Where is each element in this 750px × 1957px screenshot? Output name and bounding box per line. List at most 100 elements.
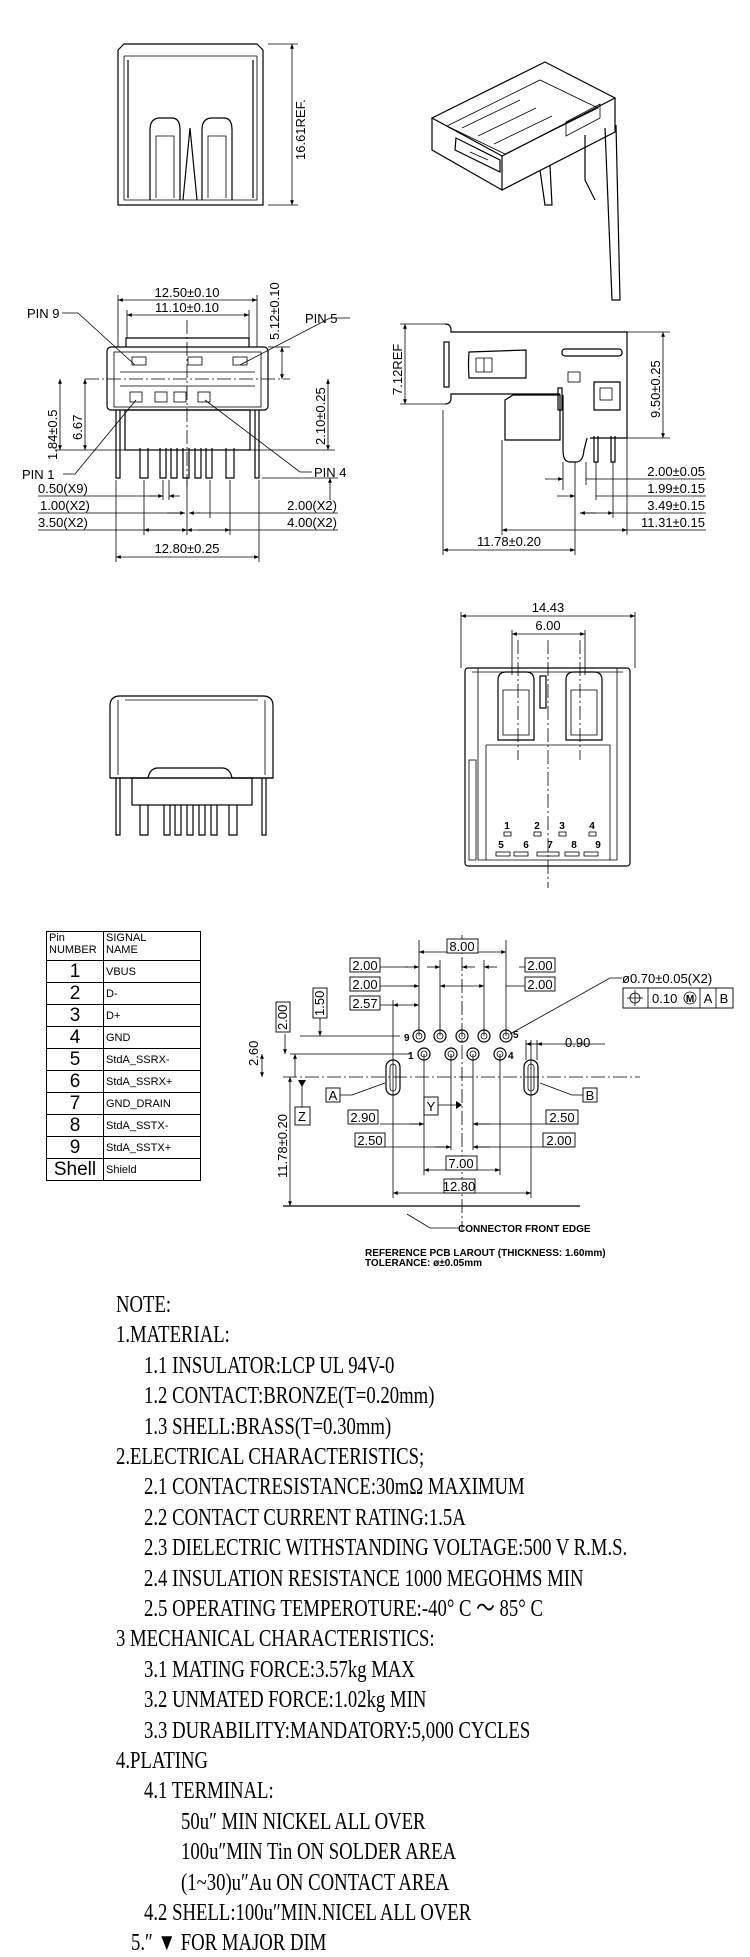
dim-pitch-400: 4.00(X2) [287, 515, 337, 530]
dim-pitch-200: 2.00(X2) [287, 498, 337, 513]
note-line: 3.1 MATING FORCE:3.57kg MAX [144, 1656, 415, 1683]
signal-name: StdA_SSTX+ [103, 1136, 201, 1159]
pin-number: 5 [46, 1048, 104, 1071]
dim-width-outer: 12.50±0.10 [155, 285, 220, 300]
ref-dim-1661: 16.61REF. [293, 99, 308, 160]
note-line: 3.3 DURABILITY:MANDATORY:5,000 CYCLES [144, 1717, 531, 1744]
contact-pads [129, 356, 248, 403]
note-line: 1.2 CONTACT:BRONZE(T=0.20mm) [144, 1383, 435, 1410]
hole-label-1: 1 [408, 1051, 414, 1062]
pin-9-label: PIN 9 [27, 306, 60, 321]
pin-number: 7 [547, 840, 553, 851]
note-line: (1~30)u″Au ON CONTACT AREA [181, 1869, 450, 1896]
note-line: 4.PLATING [116, 1748, 209, 1774]
dim-height-210: 2.10±0.25 [313, 387, 328, 445]
dim-pitch-100: 1.00(X2) [40, 498, 90, 513]
pin-number: 4 [589, 821, 595, 832]
feature-control-frame: 0.10 M A B [622, 987, 734, 1009]
fcf-datum-a: A [704, 991, 713, 1006]
dim-150: 1.50 [312, 991, 327, 1016]
dim-pitch-600: 6.00 [535, 618, 560, 633]
dim-199: 1.99±0.15 [647, 481, 705, 496]
dim-1178: 11.78±0.20 [275, 1114, 290, 1178]
hole-callout: ø0.70±0.05(X2) [622, 971, 712, 986]
pin-number: 2 [534, 821, 540, 832]
dim-leg-span: 12.80±0.25 [155, 541, 220, 556]
dim-200-r1: 2.00 [527, 958, 552, 973]
signal-name: GND_DRAIN [103, 1092, 201, 1115]
dim-1178: 11.78±0.20 [477, 534, 541, 549]
note-5: 5.″ ▼ FOR MAJOR DIM [131, 1929, 326, 1957]
note-line: 100u″MIN Tin ON SOLDER AREA [181, 1839, 457, 1866]
header-text: SIGNAL [106, 932, 147, 944]
pin-number: 9 [46, 1136, 104, 1159]
dim-ref-712: 7.12REF [390, 344, 405, 395]
dim-height-667: 6.67 [70, 415, 85, 440]
signal-name: StdA_SSTX- [103, 1114, 201, 1137]
hole-label-5: 5 [513, 1030, 519, 1041]
front-top-view: 16.61REF. [117, 43, 308, 206]
dim-pitch-050: 0.50(X9) [38, 481, 88, 496]
note-line: NOTE: [116, 1292, 172, 1318]
header-text: NAME [106, 944, 138, 956]
dim-1131: 11.31±0.15 [641, 515, 705, 530]
signal-name: StdA_SSRX- [103, 1048, 201, 1071]
dim-800: 8.00 [449, 939, 474, 954]
signal-name: D- [103, 982, 201, 1005]
dim-290: 2.90 [350, 1110, 375, 1125]
dim-200-r2: 2.00 [527, 977, 552, 992]
reference-note: REFERENCE PCB LAROUT (THICKNESS: 1.60mm) [365, 1248, 606, 1259]
dim-090: 0.90 [565, 1035, 590, 1050]
dim-200-l2: 2.00 [352, 977, 377, 992]
fcf-datum-b: B [720, 991, 729, 1006]
top-view-pin-row-1: 1 2 3 4 [503, 821, 597, 837]
pin-number: 8 [571, 840, 577, 851]
signal-name: Shield [103, 1158, 201, 1181]
header-text: Pin [49, 932, 65, 944]
pin-number: Shell [46, 1158, 104, 1181]
tolerance-note: TOLERANCE: ø±0.05mm [365, 1258, 482, 1269]
front-edge-label: CONNECTOR FRONT EDGE [458, 1224, 591, 1235]
rear-view [109, 695, 274, 836]
side-view: 7.12REF 9.50±0.25 2.00±0.05 1.99±0.15 3.… [390, 323, 706, 555]
fcf-tolerance: 0.10 [652, 991, 677, 1006]
dim-height-512: 5.12±0.10 [267, 282, 282, 340]
pin-number: 6 [46, 1070, 104, 1093]
front-view: 12.50±0.10 11.10±0.10 5.12±0.10 2.10±0.2… [22, 282, 350, 562]
note-line: 2.3 DIELECTRIC WITHSTANDING VOLTAGE:500 … [144, 1535, 628, 1562]
note-line: 50u″ MIN NICKEL ALL OVER [181, 1808, 426, 1835]
hole-label-4: 4 [508, 1051, 514, 1062]
note-line: 2.2 CONTACT CURRENT RATING:1.5A [144, 1504, 466, 1531]
dim-200: 2.00±0.05 [647, 464, 705, 479]
top-view: 14.43 6.00 1 2 3 4 5 6 7 8 9 [460, 600, 636, 888]
note-line: 2.1 CONTACTRESISTANCE:30mΩ MAXIMUM [144, 1474, 525, 1501]
dim-height-950: 9.50±0.25 [648, 360, 663, 418]
dim-height-184: 1.84±0.5 [45, 409, 60, 460]
note-line: 4.1 TERMINAL: [144, 1778, 274, 1805]
dim-200-r3: 2.00 [546, 1133, 571, 1148]
isometric-view [430, 61, 621, 301]
pin-number: 6 [523, 840, 529, 851]
pin-4-label: PIN 4 [314, 465, 347, 480]
triangle-down-icon: ▼ [157, 1930, 177, 1957]
datum-y: Y [427, 1099, 436, 1114]
dim-200-l1: 2.00 [352, 958, 377, 973]
note-line: 2.5 OPERATING TEMPEROTURE:-40° C ～ 85° C [144, 1596, 543, 1622]
pin-number: 1 [46, 960, 104, 983]
dim-pitch-350: 3.50(X2) [38, 515, 88, 530]
signal-name: D+ [103, 1004, 201, 1027]
pcb-holes [385, 1029, 539, 1096]
